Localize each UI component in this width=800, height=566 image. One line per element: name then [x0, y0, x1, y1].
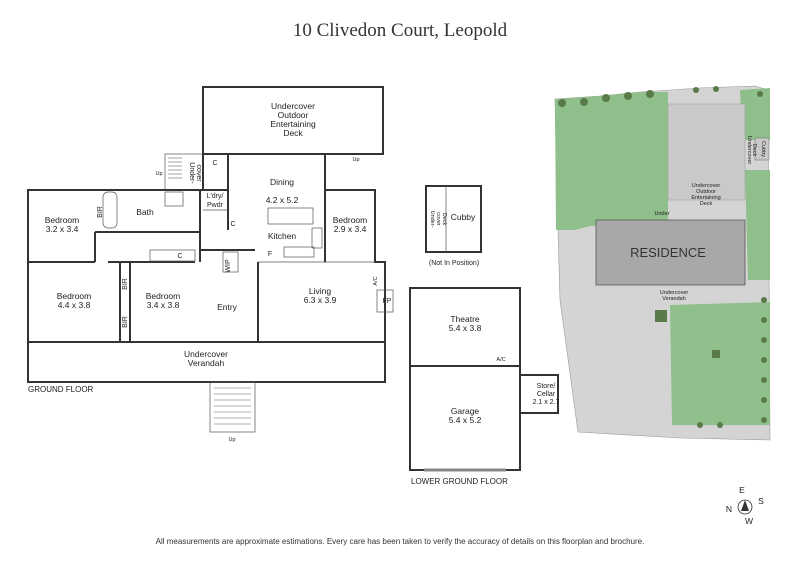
verandah-label-2: Verandah — [188, 358, 225, 368]
fireplace — [376, 289, 394, 313]
cubby-deck-3: Deck — [441, 213, 447, 226]
site-verandah-1: Undercover — [660, 290, 689, 296]
compass-n: N — [726, 504, 732, 514]
site-deck-2: Outdoor — [696, 189, 716, 195]
cubby-plan: Cubby Under- cover Deck (Not In Position… — [425, 185, 482, 267]
bathtub — [102, 191, 118, 229]
bed2-size: 2.9 x 3.4 — [334, 224, 367, 234]
compass: E S N W — [726, 485, 764, 526]
deck-label-2: Outdoor — [278, 110, 309, 120]
entry-label: Entry — [217, 302, 238, 312]
ac-label-lower: A/C — [496, 357, 505, 363]
page-title: 10 Clivedon Court, Leopold — [292, 20, 508, 41]
theatre-name: Theatre — [450, 314, 480, 324]
house-outline — [27, 153, 386, 343]
front-steps — [209, 381, 256, 433]
stair-up-label: Up — [155, 171, 162, 177]
site-plan: Undercover Outdoor Entertaining Deck Cub… — [554, 85, 771, 441]
front-up-label: Up — [228, 437, 235, 443]
site-cubby — [754, 137, 770, 161]
ground-floor-label: GROUND FLOOR — [28, 385, 94, 394]
lawn-side — [745, 170, 770, 280]
lower-floor-plan: Theatre 5.4 x 3.8 A/C Garage 5.4 x 5.2 S… — [409, 287, 560, 486]
site-small-deck-1: Undercover — [746, 136, 752, 165]
wip-box — [222, 251, 239, 273]
compass-e: E — [739, 485, 745, 495]
f-label: F — [268, 251, 272, 258]
site-small-deck-2: Deck — [751, 144, 757, 157]
disclaimer: All measurements are approximate estimat… — [155, 537, 645, 546]
wip-label: WIP — [225, 259, 232, 273]
compass-w: W — [745, 516, 753, 526]
c-label-1: C — [212, 160, 217, 167]
deck-label-4: Deck — [283, 128, 303, 138]
bir-label-3: BIR — [122, 316, 129, 328]
ac-label-ground: A/C — [373, 276, 379, 285]
site-deck-1: Undercover — [692, 183, 721, 189]
site-deck — [667, 103, 746, 201]
cubby-note: (Not In Position) — [429, 260, 479, 267]
undercover-label-2: cover — [195, 164, 202, 182]
bed2-name: Bedroom — [333, 215, 368, 225]
store-size: 2.1 x 2.7 — [533, 399, 560, 406]
lower-floor-label: LOWER GROUND FLOOR — [411, 477, 508, 486]
deck-label-3: Entertaining — [270, 119, 316, 129]
shower — [164, 191, 184, 207]
lawn-front — [670, 302, 770, 425]
cubby-deck-2: cover — [435, 212, 441, 226]
ldry-label-1: L'dry/ — [207, 193, 224, 200]
garage-name: Garage — [451, 406, 480, 416]
cubby-deck-1: Under- — [429, 211, 435, 228]
kitchen-island — [267, 207, 314, 225]
cubby-outline — [425, 185, 482, 253]
garage-size: 5.4 x 5.2 — [449, 415, 482, 425]
site-verandah-2: Verandah — [662, 296, 686, 302]
bed3-name: Bedroom — [57, 291, 92, 301]
deck-up-label: Up — [352, 157, 359, 163]
cubby-label: Cubby — [451, 212, 476, 222]
kitchen-label: Kitchen — [268, 231, 297, 241]
dining-name: Dining — [270, 177, 294, 187]
living-size: 6.3 x 3.9 — [304, 295, 337, 305]
lawn-corner — [740, 88, 770, 140]
bath-label: Bath — [136, 207, 154, 217]
ground-floor-plan: Undercover Outdoor Entertaining Deck Up … — [27, 86, 394, 443]
site-deck-3: Entertaining — [691, 195, 720, 201]
dining-size: 4.2 x 5.2 — [266, 195, 299, 205]
ldry-label-2: Pwdr — [207, 202, 224, 209]
site-residence — [595, 219, 746, 286]
site-deck-4: Deck — [700, 201, 713, 207]
site-planter — [655, 310, 667, 322]
bed3-size: 4.4 x 3.8 — [58, 300, 91, 310]
bed1-size: 3.2 x 3.4 — [46, 224, 79, 234]
bir-label-2: BIR — [122, 278, 129, 290]
verandah-outline — [27, 341, 386, 383]
kitchen-bench — [311, 227, 323, 249]
bed4-size: 3.4 x 3.8 — [147, 300, 180, 310]
c-label-3: C — [177, 253, 182, 260]
store-outline — [519, 374, 559, 414]
living-name: Living — [309, 286, 331, 296]
compass-arrow — [741, 500, 749, 511]
compass-s: S — [758, 496, 764, 506]
site-cubby-label: Cubby — [760, 141, 766, 157]
bir-label-1: BIR — [97, 206, 104, 218]
linen-cupboard — [149, 249, 196, 262]
residence-label: RESIDENCE — [630, 245, 706, 260]
deck-label-1: Undercover — [271, 101, 315, 111]
stove — [283, 246, 315, 258]
bed4-name: Bedroom — [146, 291, 181, 301]
site-under-label: Under — [655, 211, 670, 217]
verandah-label-1: Undercover — [184, 349, 228, 359]
store-name-1: Store/ — [537, 383, 556, 390]
theatre-size: 5.4 x 3.8 — [449, 323, 482, 333]
lawn-back — [555, 92, 668, 230]
bed1-name: Bedroom — [45, 215, 80, 225]
fp-label: FP — [383, 298, 392, 305]
store-name-2: Cellar — [537, 391, 556, 398]
undercover-label-1: Under- — [188, 162, 195, 184]
c-label-2: C — [230, 221, 235, 228]
